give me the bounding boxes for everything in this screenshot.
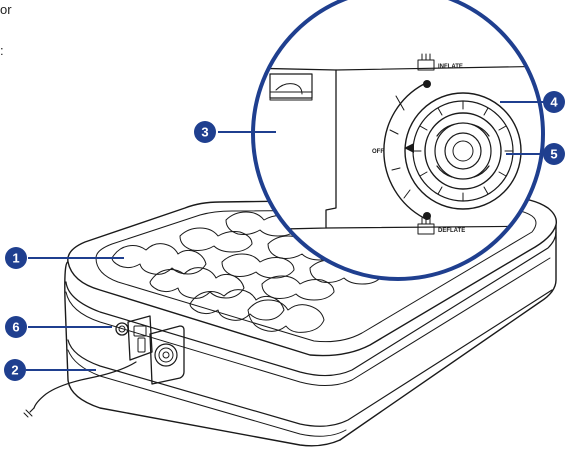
mattress-top-seam-inner <box>65 257 551 386</box>
side-port-inner <box>118 325 126 333</box>
valve-outer-ring <box>424 112 502 190</box>
inflate-indicator-dot <box>423 80 431 88</box>
callout-number-1: 1 <box>12 251 19 266</box>
callout-number-3: 3 <box>201 125 208 140</box>
callout-number-5: 5 <box>550 147 557 162</box>
dial-grip-notches <box>412 100 514 202</box>
callout-badge-3: 3 <box>194 121 216 143</box>
callout-badge-5: 5 <box>543 143 565 165</box>
inflate-label: INFLATE <box>438 64 463 70</box>
mattress-inner-border <box>95 208 537 343</box>
power-switch-plate <box>127 315 153 361</box>
callout-number-2: 2 <box>11 363 18 378</box>
off-label: OFF <box>372 149 384 155</box>
power-cord <box>33 361 137 409</box>
cropped-text-middle: : <box>0 43 4 58</box>
callout-badge-4: 4 <box>543 91 565 113</box>
callout-number-6: 6 <box>12 320 19 335</box>
compartment-lip <box>269 91 313 101</box>
inflate-icon <box>417 53 435 71</box>
pump-dial-inner <box>158 347 174 363</box>
dial-arc <box>383 83 425 219</box>
dial-tick-marks <box>389 95 411 199</box>
dial-outer-ring <box>404 92 522 210</box>
callout-badge-1: 1 <box>5 247 27 269</box>
magnifier-ring <box>251 0 545 281</box>
pump-dial-outer <box>154 343 178 367</box>
valve-inner-ring <box>444 132 482 170</box>
callout-number-4: 4 <box>550 95 558 110</box>
valve-middle-ring <box>434 122 492 180</box>
power-switch-rocker <box>137 337 146 353</box>
power-plug <box>23 407 35 418</box>
mattress-bottom-seam <box>67 289 553 427</box>
compartment-handle <box>275 83 303 95</box>
pump-dial-center <box>162 351 170 359</box>
valve-center <box>452 140 474 162</box>
pump-control-panel <box>127 315 185 385</box>
valve-slots <box>436 124 490 178</box>
magnifier-inset: INFLATE OFF DEFLATE <box>251 0 545 281</box>
mattress-top-surface <box>67 197 558 357</box>
mattress-right-wall <box>339 224 557 441</box>
mattress-left-wall <box>64 261 341 447</box>
cropped-text-top: or <box>0 2 12 17</box>
deflate-indicator-dot <box>423 212 431 220</box>
deflate-label: DEFLATE <box>438 228 465 234</box>
deflate-icon <box>417 217 435 235</box>
off-indicator-arrow <box>404 143 414 153</box>
mattress-top-seam <box>65 231 557 377</box>
pump-housing <box>149 325 185 385</box>
callout-badge-6: 6 <box>5 316 27 338</box>
air-mattress <box>23 197 558 447</box>
power-switch <box>133 325 147 337</box>
mattress-bottom-seam-inner <box>67 349 347 437</box>
panel-top-edge <box>335 65 543 71</box>
side-port-outer <box>115 322 129 336</box>
control-panel-outline <box>253 67 337 231</box>
callout-badge-2: 2 <box>4 359 26 381</box>
